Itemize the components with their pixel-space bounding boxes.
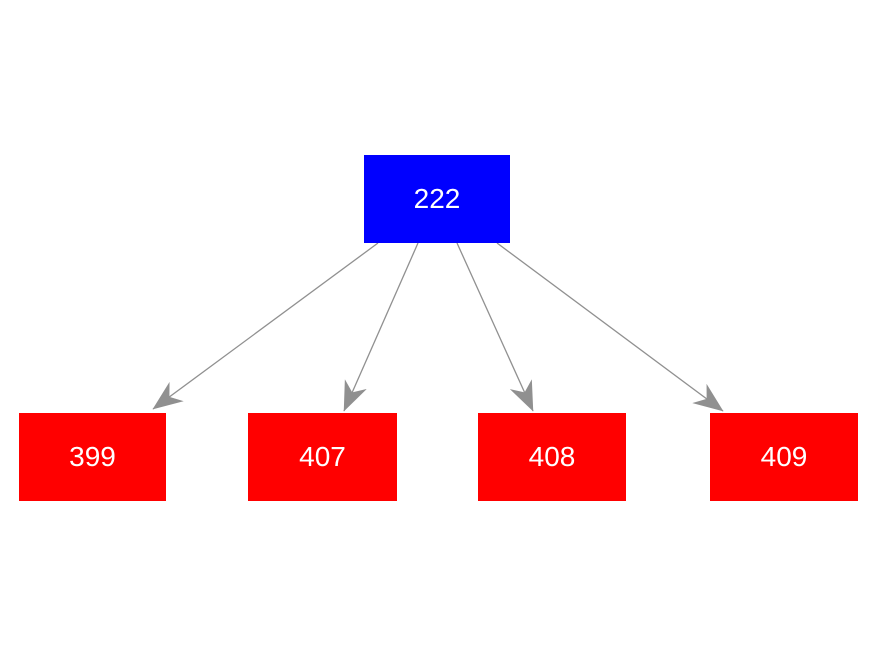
node-408-label: 408 [528, 441, 576, 472]
node-399-label: 399 [69, 441, 116, 472]
edge-222-409 [496, 242, 724, 412]
node-399: 399 [19, 413, 166, 501]
node-409: 409 [710, 413, 858, 501]
node-222: 222 [364, 155, 510, 243]
node-222-label: 222 [413, 183, 461, 214]
node-409-label: 409 [760, 441, 808, 472]
edge-222-407 [343, 242, 419, 412]
edge-222-399 [152, 242, 379, 410]
edge-222-408 [456, 242, 534, 412]
node-407: 407 [248, 413, 397, 501]
node-408: 408 [478, 413, 626, 501]
node-407-label: 407 [299, 441, 346, 472]
